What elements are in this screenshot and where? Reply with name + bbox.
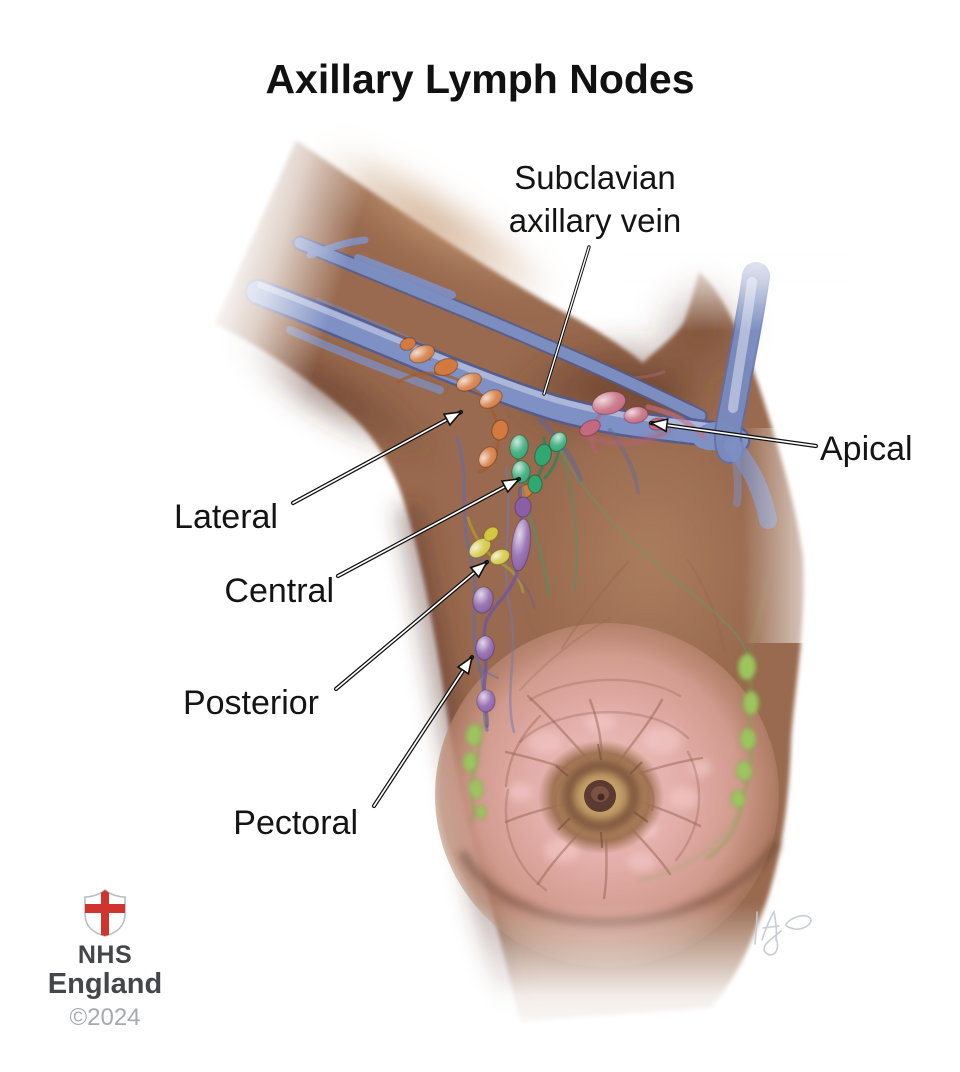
leader-lines: [290, 245, 819, 809]
areola-ring: [562, 760, 640, 832]
lateral-arrow: [290, 409, 464, 506]
lymph-nodes-apical: [579, 390, 707, 454]
pectoral-arrow: [371, 654, 475, 809]
posterior-arrow: [333, 559, 490, 692]
areola-streaks: [555, 743, 649, 849]
label-subclavian-line2: axillary vein: [508, 202, 682, 239]
artist-signature: [754, 909, 812, 956]
nhs-shield-icon: [84, 888, 126, 937]
copyright-text: ©2024: [69, 1004, 141, 1031]
nhs-england-logo: NHS England ©2024: [30, 888, 180, 1032]
nipple-center: [597, 793, 605, 801]
subclavian-leader-line: [542, 245, 591, 396]
nhs-england-text: England: [47, 968, 163, 1000]
label-subclavian-line1: Subclavian: [514, 159, 676, 196]
label-subclavian-axillary-vein: Subclavian axillary vein: [430, 156, 760, 242]
breast-highlights: [507, 712, 711, 872]
lymph-nodes-lateral: [395, 333, 534, 499]
label-posterior: Posterior: [182, 684, 319, 722]
lymph-nodes-posterior: [466, 516, 525, 594]
edge-fades: [140, 80, 960, 1072]
label-apical: Apical: [820, 430, 913, 468]
lymph-nodes-pectoral: [472, 486, 535, 728]
label-central: Central: [224, 572, 334, 610]
breast: [435, 623, 782, 967]
lymph-nodes-mammary-left: [462, 714, 488, 824]
apical-arrow: [648, 418, 819, 449]
label-lateral: Lateral: [174, 498, 278, 536]
label-pectoral: Pectoral: [233, 804, 358, 842]
nhs-logo-text: NHS: [77, 941, 133, 969]
page-title: Axillary Lymph Nodes: [265, 56, 695, 102]
st-george-cross: [85, 890, 125, 936]
central-arrow: [335, 476, 522, 579]
